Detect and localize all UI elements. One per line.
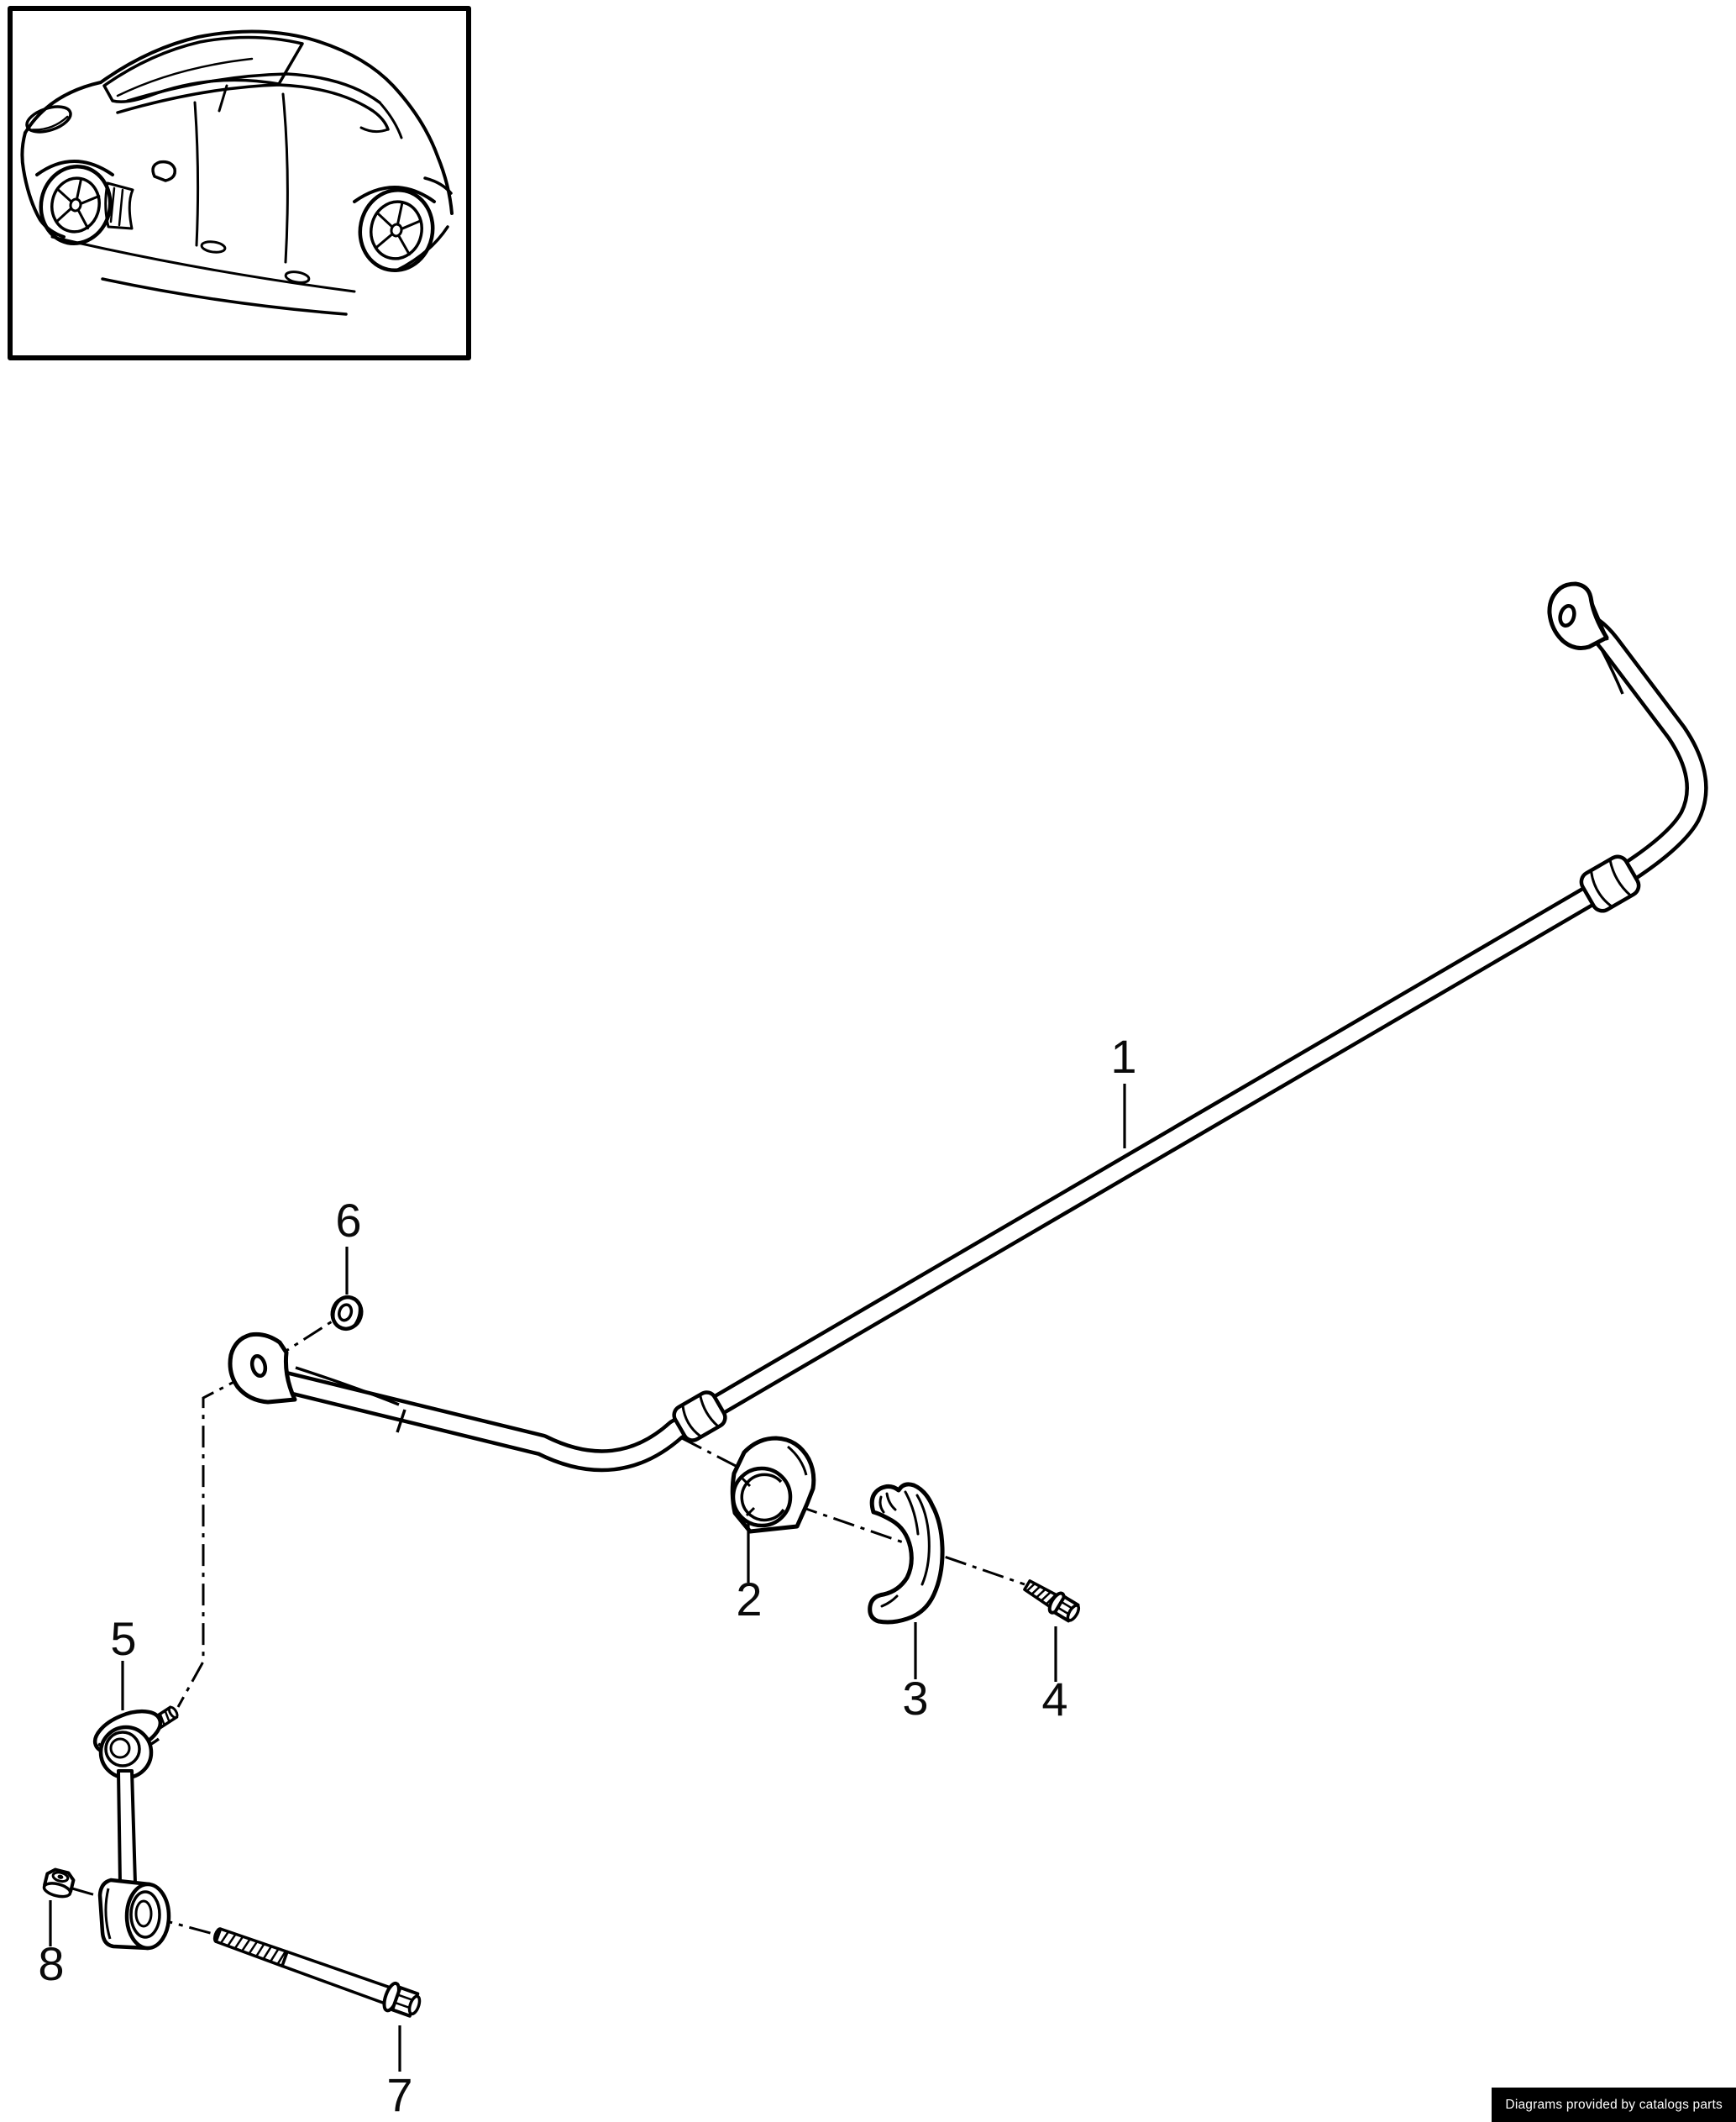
guide-bar-to-bushing [681, 1437, 737, 1468]
guide-nut8-to-link [71, 1887, 97, 1897]
assembly-guide-lines [71, 1317, 1025, 1936]
stabilizer-link [92, 1705, 179, 1951]
callout-1: 1 [1110, 1030, 1136, 1083]
watermark-banner: Diagrams provided by catalogs parts [1492, 2088, 1736, 2122]
callout-labels: 1 2 3 4 5 6 7 8 [38, 1030, 1136, 2121]
car-inset [8, 6, 471, 360]
bar-right-eyelet [1547, 581, 1624, 695]
callout-3: 3 [902, 1672, 928, 1725]
callout-leader-lines [49, 1084, 1126, 2072]
guide-eyelet-to-link-stud [176, 1373, 249, 1708]
car-inset-frame [8, 6, 471, 360]
bushing [730, 1436, 816, 1534]
rear-wheel-icon [358, 187, 435, 273]
hex-nut-lower [42, 1867, 76, 1899]
hex-nut-upper [330, 1295, 364, 1332]
car-illustration-icon [20, 29, 454, 316]
callout-6: 6 [335, 1194, 361, 1247]
watermark-text: Diagrams provided by catalogs parts [1505, 2097, 1723, 2112]
front-wheel-icon [39, 164, 113, 246]
bar-collar-right [1579, 854, 1641, 913]
clamp-bolt [1023, 1579, 1081, 1623]
callout-8: 8 [38, 1937, 64, 1990]
clamp-bracket [868, 1482, 945, 1625]
bar-collar-left [672, 1390, 727, 1442]
callout-2: 2 [736, 1573, 762, 1626]
link-bolt [212, 1927, 422, 2018]
callout-5: 5 [110, 1612, 136, 1665]
stabilizer-bar [228, 581, 1708, 1473]
bar-left-eyelet [228, 1332, 406, 1433]
callout-7: 7 [386, 2068, 412, 2121]
callout-4: 4 [1041, 1673, 1067, 1725]
